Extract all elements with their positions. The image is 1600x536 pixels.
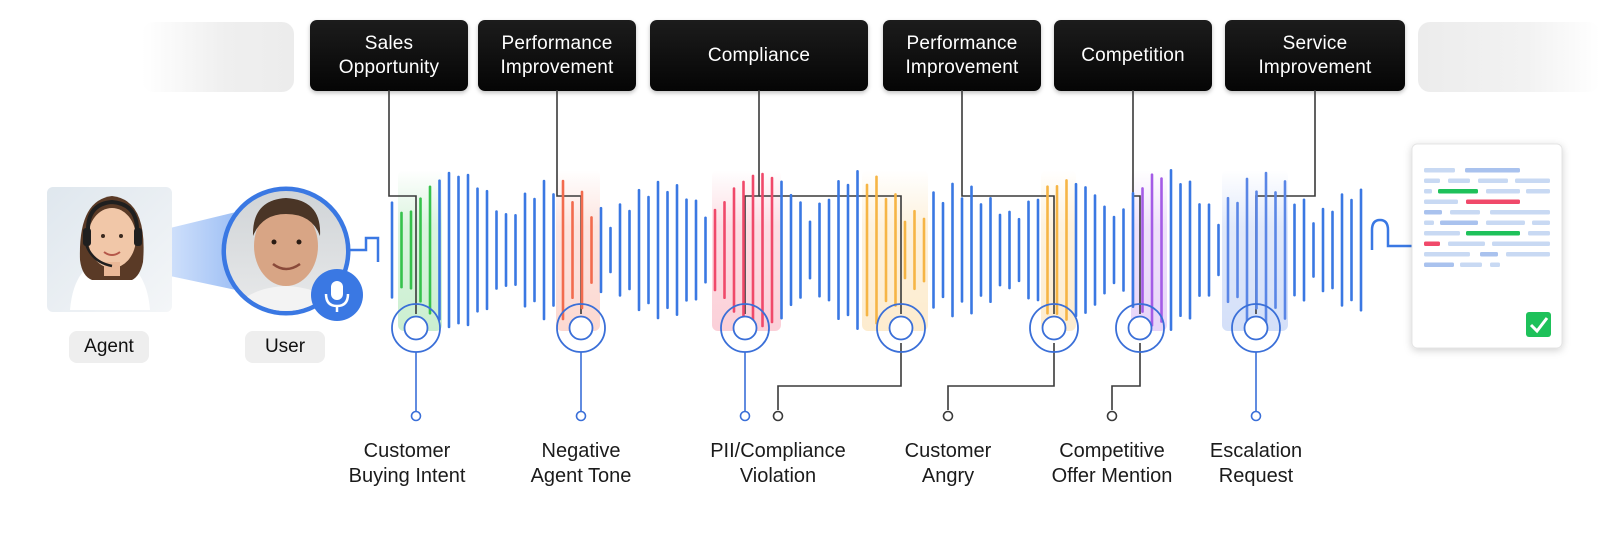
node-endpoint <box>575 410 587 422</box>
event-node-ring <box>876 303 926 353</box>
connector-endpoint <box>942 410 954 422</box>
document-line <box>1490 210 1550 215</box>
connector-line <box>1132 90 1141 314</box>
microphone-icon <box>311 269 363 321</box>
checkbox-checked-icon <box>1526 312 1551 337</box>
event-node-core <box>732 315 758 341</box>
document-line <box>1486 189 1520 194</box>
category-service-improvement: Service Improvement <box>1225 20 1405 91</box>
event-label-customer-angry: Customer Angry <box>904 440 992 487</box>
document-line <box>1466 231 1520 236</box>
category-performance-improvement-2: Performance Improvement <box>883 20 1041 91</box>
report-document-icon <box>1411 143 1563 349</box>
faded-category-tab-right <box>1418 22 1600 92</box>
event-label-competitive-offer-mention: Competitive Offer Mention <box>1051 440 1173 487</box>
document-line <box>1465 168 1520 173</box>
document-line <box>1532 220 1550 225</box>
agent-photo <box>47 187 172 312</box>
highlight-band <box>1222 170 1288 331</box>
document-line <box>1448 241 1485 246</box>
document-line <box>1466 199 1520 204</box>
document-line <box>1492 241 1550 246</box>
event-node-core <box>568 315 594 341</box>
waveform-lead-out <box>1370 218 1412 250</box>
event-node-core <box>888 315 914 341</box>
category-sales-opportunity: Sales Opportunity <box>310 20 468 91</box>
document-line <box>1528 231 1550 236</box>
connector-line <box>1111 343 1141 410</box>
connector-endpoint <box>772 410 784 422</box>
connector-line <box>388 90 417 314</box>
connection-beam <box>170 212 236 290</box>
connector-endpoint <box>1106 410 1118 422</box>
event-node-core <box>1041 315 1067 341</box>
node-endpoint <box>410 410 422 422</box>
highlight-band <box>556 170 600 331</box>
event-node-ring <box>1115 303 1165 353</box>
document-line <box>1526 189 1550 194</box>
event-label-escalation-request: Escalation Request <box>1209 440 1303 487</box>
event-label-pii-compliance-violation: PII/Compliance Violation <box>710 440 846 487</box>
document-line <box>1515 178 1550 183</box>
document-line <box>1506 252 1550 257</box>
connector-line <box>759 195 902 314</box>
connector-line <box>947 343 1055 410</box>
connector-line <box>961 90 1055 314</box>
document-line <box>1450 210 1480 215</box>
event-label-customer-buying-intent: Customer Buying Intent <box>348 440 466 487</box>
category-compliance: Compliance <box>650 20 868 91</box>
document-line <box>1424 189 1432 194</box>
user-label: User <box>245 331 325 363</box>
document-line <box>1460 262 1482 267</box>
audio-waveform <box>350 169 1412 331</box>
document-line <box>1424 199 1458 204</box>
document-line <box>1424 241 1440 246</box>
event-node-core <box>403 315 429 341</box>
document-line <box>1424 220 1434 225</box>
document-line <box>1486 220 1525 225</box>
connector-line <box>777 343 902 410</box>
document-line <box>1424 231 1460 236</box>
document-line <box>1424 262 1454 267</box>
event-nodes <box>391 303 1281 422</box>
document-line <box>1478 178 1508 183</box>
document-line <box>1424 210 1442 215</box>
faded-category-tab-left <box>142 22 294 92</box>
agent-label: Agent <box>69 331 149 363</box>
document-line <box>1490 262 1500 267</box>
category-performance-improvement: Performance Improvement <box>478 20 636 91</box>
category-competition: Competition <box>1054 20 1212 91</box>
category-connectors <box>388 90 1316 422</box>
document-line <box>1440 220 1478 225</box>
node-endpoint <box>739 410 751 422</box>
event-label-negative-agent-tone: Negative Agent Tone <box>530 440 632 487</box>
highlight-band <box>712 170 781 331</box>
document-line <box>1424 168 1455 173</box>
event-node-core <box>1243 315 1269 341</box>
event-node-core <box>1127 315 1153 341</box>
document-line <box>1448 178 1470 183</box>
document-line <box>1438 189 1478 194</box>
event-highlights <box>398 170 1288 331</box>
document-line <box>1424 178 1440 183</box>
document-line <box>1480 252 1498 257</box>
waveform-lead-in <box>350 236 380 262</box>
document-line <box>1424 252 1470 257</box>
node-endpoint <box>1250 410 1262 422</box>
event-node-ring <box>1029 303 1079 353</box>
